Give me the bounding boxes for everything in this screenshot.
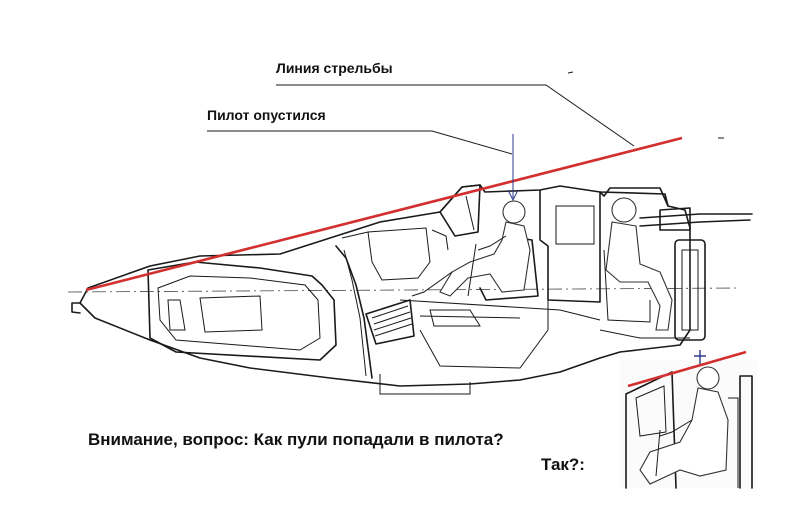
gunner-head xyxy=(611,197,637,223)
ammo-rack-lines xyxy=(371,305,413,337)
tail-cone-lower xyxy=(599,329,690,339)
inset-fire-line xyxy=(627,350,747,388)
fuselage-outline xyxy=(79,184,691,387)
pilot-legs xyxy=(411,271,453,297)
rear-gun-shield xyxy=(674,239,706,341)
fire-line-leader xyxy=(276,84,635,147)
center-axis-line xyxy=(67,287,741,293)
belly-detail xyxy=(379,374,471,395)
rear-window xyxy=(555,205,595,245)
lower-bulkhead xyxy=(419,300,549,369)
cockpit-window-frame xyxy=(341,229,449,251)
pilot-arm xyxy=(477,235,507,251)
rear-canopy xyxy=(599,187,669,207)
question-text: Внимание, вопрос: Как пули попадали в пи… xyxy=(88,430,504,449)
gunner-seat xyxy=(603,249,651,323)
engine-inner xyxy=(157,275,321,351)
fire-line-label: Линия стрельбы xyxy=(276,60,393,76)
cockpit-floor xyxy=(399,299,601,321)
pilot-cockpit-inset xyxy=(620,350,758,489)
fire-line xyxy=(85,136,683,292)
rear-machine-gun xyxy=(639,207,753,231)
canopy-frame xyxy=(439,195,479,237)
rear-cockpit-frame xyxy=(539,189,601,303)
rear-gun-shield-inner xyxy=(681,249,699,331)
engine-block xyxy=(147,261,337,361)
down-arrow-marker xyxy=(507,134,519,202)
ammo-rack xyxy=(365,299,415,345)
pilot-head xyxy=(502,200,526,224)
engine-detail xyxy=(167,295,263,333)
armor-bulkhead-inner xyxy=(343,249,367,377)
control-panel xyxy=(429,309,481,327)
armor-bulkhead xyxy=(335,245,373,379)
nose-cone xyxy=(71,302,81,314)
cockpit-window-left xyxy=(367,227,431,281)
pilot-lowered-label: Пилот опустился xyxy=(207,107,326,123)
question-tail-text: Так?: xyxy=(541,455,585,474)
gunner-body xyxy=(605,221,673,331)
stray-mark xyxy=(567,71,724,139)
control-stick xyxy=(467,243,477,297)
pilot-lowered-leader xyxy=(207,130,513,155)
pilot-body xyxy=(439,221,531,297)
